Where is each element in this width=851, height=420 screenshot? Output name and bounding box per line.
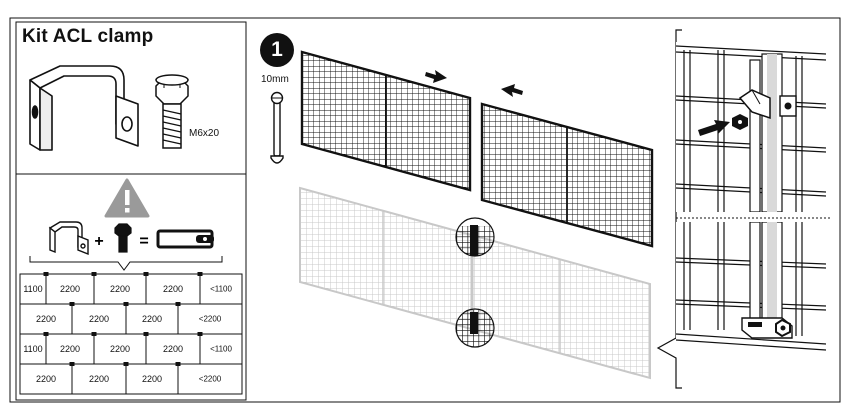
- step-number-badge: 1: [260, 33, 294, 67]
- detail-top: [676, 42, 826, 212]
- hex-bolt-icon: [155, 74, 189, 149]
- panel-length-label: 2200: [35, 374, 57, 384]
- panel-length-label: 1100: [23, 284, 43, 294]
- panel-length-label: 2200: [109, 344, 131, 354]
- clamp-marker: [143, 332, 149, 336]
- panel-length-label: <1100: [210, 344, 232, 354]
- panel-layout-grid: [19, 273, 243, 395]
- panel-length-label: 2200: [88, 374, 110, 384]
- outer-frame: [9, 17, 841, 403]
- clamp-marker: [175, 362, 181, 366]
- clamp-marker: [175, 302, 181, 306]
- mesh-panel-right: [480, 102, 654, 248]
- bolt-small-icon: [114, 223, 132, 253]
- clamp-marker: [197, 332, 203, 336]
- clamp-marker: [91, 272, 97, 276]
- clamp-zoom-circle-top: [455, 217, 495, 257]
- wrench-icon: [270, 91, 284, 164]
- panel-length-label: <2200: [198, 314, 222, 324]
- clamp-small-icon: [48, 221, 89, 256]
- clamp-marker: [123, 362, 129, 366]
- clamp-marker: [69, 302, 75, 306]
- panel-length-label: <2200: [198, 374, 222, 384]
- panel-length-label: 2200: [59, 284, 81, 294]
- panel-length-label: 2200: [109, 284, 131, 294]
- equals-sign: =: [139, 233, 148, 250]
- clamp-marker: [43, 272, 49, 276]
- clamp-bracket-icon: [29, 65, 139, 151]
- bolt-size-label: M6x20: [189, 128, 220, 139]
- panel-length-label: 2200: [35, 314, 57, 324]
- kit-title: Kit ACL clamp: [22, 26, 154, 47]
- panel-length-label: 2200: [162, 284, 184, 294]
- clamp-marker: [197, 272, 203, 276]
- plus-sign: +: [94, 233, 103, 250]
- panel-length-label: 2200: [162, 344, 184, 354]
- tool-size-label: 10mm: [261, 74, 289, 85]
- clamp-marker: [123, 302, 129, 306]
- panel-length-label: 2200: [141, 374, 163, 384]
- layout-bracket: [29, 256, 223, 271]
- detail-bottom: [676, 222, 826, 352]
- arrow-left-icon: [501, 84, 523, 97]
- panel-length-label: 2200: [59, 344, 81, 354]
- connector-plate-icon: [156, 229, 214, 249]
- arrow-right-icon: [425, 70, 447, 83]
- detail-bracket: [656, 29, 682, 389]
- mesh-panel-left: [300, 50, 472, 192]
- clamp-marker: [91, 332, 97, 336]
- clamp-marker: [143, 272, 149, 276]
- panel-length-label: <1100: [210, 284, 232, 294]
- clamp-zoom-circle-bottom: [455, 308, 495, 348]
- panel-length-label: 2200: [141, 314, 163, 324]
- warning-triangle-icon: [104, 178, 150, 218]
- clamp-marker: [43, 332, 49, 336]
- panel-length-label: 1100: [23, 344, 43, 354]
- clamp-marker: [69, 362, 75, 366]
- panel-length-label: 2200: [88, 314, 110, 324]
